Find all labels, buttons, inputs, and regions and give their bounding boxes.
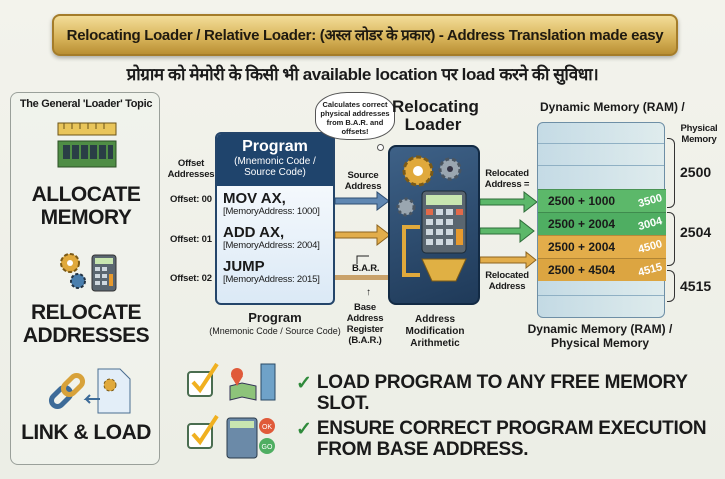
memory-segment: 2500 + 2004 4500 <box>538 235 666 258</box>
offset-01: Offset: 01 <box>170 234 212 245</box>
brace-4515 <box>667 270 675 302</box>
memory-title: Dynamic Memory (RAM) / <box>540 100 685 114</box>
offset-arrow <box>335 223 391 247</box>
thought-bubble: Calculates correct physical addresses fr… <box>315 92 395 140</box>
checkmark-icon: ✓ <box>296 373 312 394</box>
memory-segment: 2500 + 2004 3004 <box>538 212 666 235</box>
memory-module-icon <box>260 363 276 401</box>
loader-machinery-icon <box>396 155 467 282</box>
relocating-loader-device <box>388 145 480 305</box>
source-arrow <box>335 191 390 211</box>
segment-value: 3500 <box>636 192 664 210</box>
brace-value: 2500 <box>680 164 712 180</box>
page-title: Relocating Loader / Relative Loader: (अस… <box>66 27 664 44</box>
segment-value: 4515 <box>636 261 664 279</box>
input-arrows <box>335 191 391 280</box>
instruction-mov: MOV AX, <box>223 190 286 207</box>
memory-caption: Dynamic Memory (RAM) /Physical Memory <box>527 322 673 350</box>
brace-value: 2504 <box>680 224 712 240</box>
subtitle: प्रोग्राम को मेमोरी के किसी भी available… <box>126 65 599 84</box>
brace-2500 <box>667 138 675 208</box>
program-box: Program (Mnemonic Code / Source Code) MO… <box>215 132 335 305</box>
map-pin-icon <box>229 382 257 401</box>
brace-value: 4515 <box>680 278 712 294</box>
checkmark-icon: ✓ <box>296 419 312 440</box>
segment-expression: 2500 + 1000 <box>548 194 616 208</box>
instruction-jump: JUMP <box>223 258 265 275</box>
program-header: Program (Mnemonic Code / Source Code) <box>217 134 333 186</box>
brace-2504 <box>667 212 675 266</box>
segment-expression: 2500 + 4504 <box>548 263 616 277</box>
instruction-add: ADD AX, <box>223 224 285 241</box>
benefit-icons: OK GO <box>187 362 276 459</box>
go-icon-label: GO <box>262 444 273 451</box>
program-caption-sub: (Mnemonic Code / Source Code) <box>209 326 341 336</box>
ok-icon-label: OK <box>262 424 272 431</box>
memory-segment: 2500 + 4504 4515 <box>538 258 666 281</box>
segment-value: 3004 <box>636 215 664 233</box>
segment-expression: 2500 + 2004 <box>548 217 616 231</box>
benefit-1: ✓LOAD PROGRAM TO ANY FREE MEMORY SLOT. <box>296 372 688 414</box>
bar-line <box>335 275 390 280</box>
memory-segment: 2500 + 1000 3500 <box>538 189 666 212</box>
gears-calculator-icon <box>60 253 117 292</box>
segment-value: 4500 <box>636 238 664 256</box>
offset-00: Offset: 00 <box>170 194 212 205</box>
offset-02: Offset: 02 <box>170 273 212 284</box>
link-load-label: LINK & LOAD <box>21 421 151 444</box>
ram-ruler-icon <box>57 122 117 168</box>
bubble-dot <box>377 144 384 151</box>
bar-label: B.A.R. <box>352 263 380 274</box>
output-arrows <box>480 190 538 270</box>
panel-title: The General 'Loader' Topic <box>19 98 153 110</box>
link-document-icon <box>48 368 131 414</box>
arrow-up-icon: ↑ <box>366 287 371 298</box>
segment-expression: 2500 + 2004 <box>548 240 616 254</box>
title-banner: Relocating Loader / Relative Loader: (अस… <box>52 14 678 56</box>
program-caption: Program <box>248 310 302 325</box>
